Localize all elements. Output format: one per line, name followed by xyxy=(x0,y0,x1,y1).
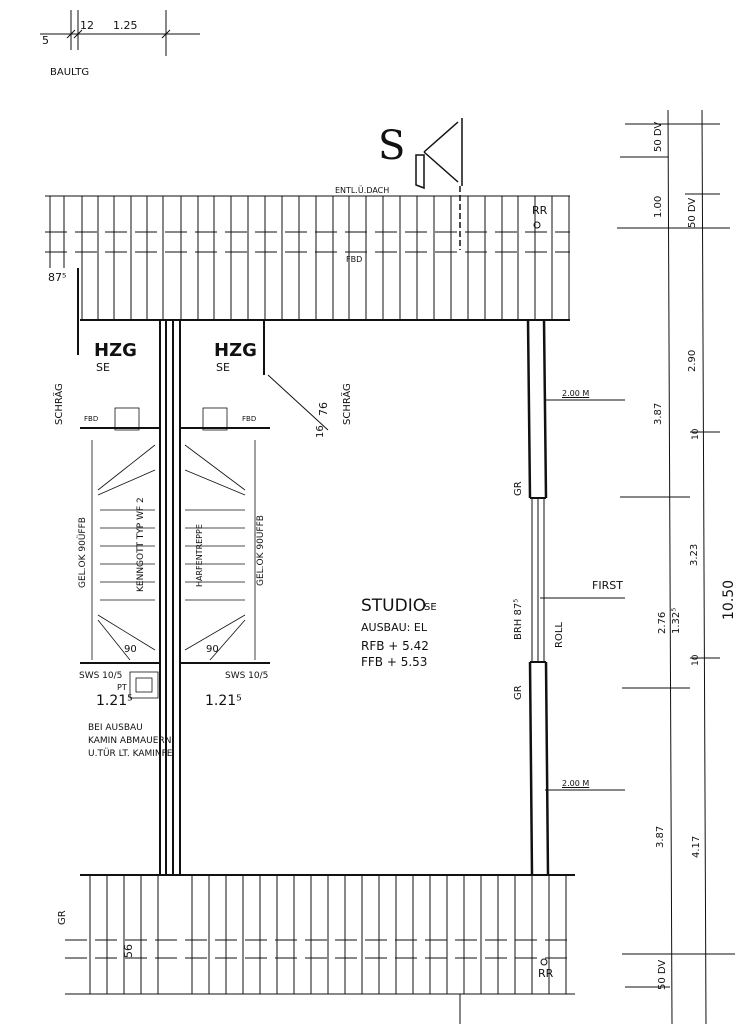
stair-left-rail: GEL.OK 90ÜFFB xyxy=(78,517,88,588)
walls xyxy=(77,268,270,875)
dim-col1-2: 3.87 xyxy=(653,402,664,425)
width-90-left: 90 xyxy=(124,644,137,655)
stair-right-type: HARFENTREPPE xyxy=(195,524,204,587)
room-hzg-right-sub: SE xyxy=(216,361,230,374)
room-hzg-left-sub: SE xyxy=(96,361,110,374)
width-1215-right: 1.21⁵ xyxy=(205,693,242,709)
slope-line xyxy=(267,374,329,431)
section-symbol-letter: S xyxy=(378,123,406,169)
header-dim-mid: 12 xyxy=(80,19,94,32)
m200-top: 2.00 M xyxy=(562,389,590,398)
rr-top: RR xyxy=(532,204,548,217)
studio-line-2: RFB + 5.42 xyxy=(361,639,429,653)
studio-name: STUDIO xyxy=(361,596,427,616)
first-label: FIRST xyxy=(592,579,623,592)
studio-line-3: FFB + 5.53 xyxy=(361,655,428,669)
sws-left: SWS 10/5 xyxy=(79,671,123,681)
dim-col2-5: 4.17 xyxy=(691,835,702,858)
m200-bottom: 2.00 M xyxy=(562,779,590,788)
dim-total: 10.50 xyxy=(721,579,737,620)
dim-56: 56 xyxy=(122,944,135,958)
stairs xyxy=(91,407,256,699)
note-line-3: U.TÜR LT. KAMINFE xyxy=(88,749,173,759)
width-1215-left: 1.21⁵ xyxy=(96,693,133,709)
room-hzg-left: HZG xyxy=(94,340,137,361)
roof-label: ENTL.Ü.DACH xyxy=(335,186,390,195)
gr-top: GR xyxy=(513,481,524,496)
dim-col1-5: 3.87 xyxy=(655,825,666,848)
note-line-2: KAMIN ABMAUERN xyxy=(88,736,172,746)
dim-col1-0: 50 DV xyxy=(653,121,664,152)
note-line-1: BEI AUSBAU xyxy=(88,723,143,733)
gr-left-bottom: GR xyxy=(57,910,68,925)
dim-col1-6: 50 DV xyxy=(657,959,668,990)
dim-col2-0: 50 DV xyxy=(687,197,698,228)
roof-top xyxy=(45,195,570,321)
studio-sub: SE xyxy=(424,602,437,613)
dim-col2-3: 3.23 xyxy=(689,543,700,566)
fbd-left: FBD xyxy=(84,415,99,423)
pt-label: PT xyxy=(117,683,127,692)
dim-76: 76 xyxy=(317,402,330,416)
room-hzg-right: HZG xyxy=(214,340,257,361)
dim-875: 87⁵ xyxy=(48,271,67,284)
brh-label: BRH 87⁵ xyxy=(513,598,524,640)
stair-left-type: KENNGOTT TYP WF 2 xyxy=(136,497,146,592)
dim-col1-1: 1.00 xyxy=(653,195,664,218)
dim-col1-3: 2.76 xyxy=(657,611,668,634)
dimension-chains xyxy=(617,109,735,1024)
window-wall xyxy=(526,319,625,876)
width-90-right: 90 xyxy=(206,644,219,655)
dim-16: 16 xyxy=(315,425,326,438)
gr-bottom: GR xyxy=(513,685,524,700)
header-dim-right: 1.25 xyxy=(113,19,138,32)
roll-label: ROLL xyxy=(554,622,565,648)
dim-col2-2: 10 xyxy=(691,428,701,440)
fbd-right: FBD xyxy=(242,415,257,423)
dim-col2-4: 10 xyxy=(691,654,701,666)
rr-bottom: RR xyxy=(538,967,554,980)
header-dim-left: 5 xyxy=(42,34,49,47)
roof-bottom xyxy=(65,874,575,1024)
sws-right: SWS 10/5 xyxy=(225,671,269,681)
schrag-left: SCHRÄG xyxy=(54,383,65,425)
schrag-right: SCHRÄG xyxy=(342,383,353,425)
stair-right-rail: GEL.OK 90ÜFFB xyxy=(256,515,266,586)
fbd-roof: FBD xyxy=(346,255,363,264)
section-symbol xyxy=(415,118,463,250)
header-label: BAULTG xyxy=(50,67,90,78)
dim-col1-4: 1.32⁵ xyxy=(671,607,682,634)
header-dimension xyxy=(40,10,200,56)
studio-line-1: AUSBAU: EL xyxy=(361,621,427,634)
dim-col2-1: 2.90 xyxy=(687,349,698,372)
